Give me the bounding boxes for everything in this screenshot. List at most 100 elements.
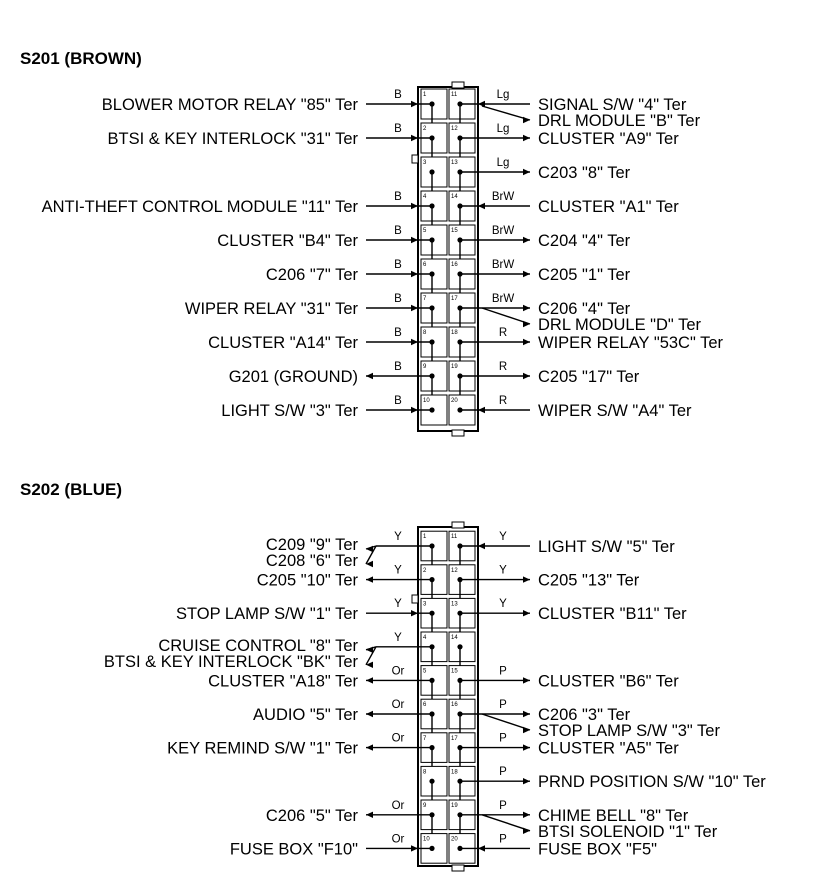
s202-wire-left <box>365 545 377 565</box>
s201-wire-color: B <box>394 191 402 203</box>
s202-wire-color: P <box>499 800 507 812</box>
s202-wire-color: P <box>499 766 507 778</box>
s202-pin-number: 10 <box>423 837 430 843</box>
s202-arrow-icon <box>366 677 373 684</box>
s202-wire-color: Y <box>499 565 507 577</box>
s201-arrow-icon <box>478 202 485 210</box>
s201-arrow-icon <box>411 202 418 210</box>
s201-wire-color: B <box>394 327 402 339</box>
s201-left-label: LIGHT S/W "3" Ter <box>221 402 358 420</box>
s201-arrow-icon <box>523 372 530 380</box>
s201-wire-color: B <box>394 225 402 237</box>
s201-arrow-icon <box>411 406 418 414</box>
s202-wire-left <box>365 646 377 666</box>
s202-left-label: C208 "6" Ter <box>266 552 359 570</box>
s201-arrow-icon <box>523 304 530 312</box>
s202-wire-color: Y <box>394 632 402 644</box>
s202-pin-number: 1 <box>423 534 427 540</box>
s202-right-label: BTSI SOLENOID "1" Ter <box>538 823 718 841</box>
s202-arrow-icon <box>366 576 373 583</box>
s202-arrow-icon <box>523 744 530 751</box>
s202-wire-right <box>481 713 531 731</box>
s201-left-label: BTSI & KEY INTERLOCK "31" Ter <box>108 130 359 148</box>
s201-left-label: G201 (GROUND) <box>229 368 358 386</box>
s201-pin-number: 6 <box>423 262 427 268</box>
s201-arrow-icon <box>411 100 418 108</box>
s201-arrow-icon <box>478 100 485 108</box>
s201-right-label: C205 "1" Ter <box>538 266 631 284</box>
s201-arrow-icon <box>366 372 373 380</box>
s202-arrow-icon <box>523 811 530 818</box>
s202-arrow-icon <box>523 726 530 734</box>
s201-wire-color: Lg <box>497 89 510 101</box>
s202-title: S202 (BLUE) <box>20 480 122 499</box>
s201-right-label: WIPER S/W "A4" Ter <box>538 402 692 420</box>
s202-arrow-icon <box>366 811 373 818</box>
s201-wire-color: BrW <box>492 225 515 237</box>
s202-pin-number: 17 <box>451 736 458 742</box>
s201-right-label: DRL MODULE "D" Ter <box>538 316 701 334</box>
s202-latch-top <box>451 521 465 529</box>
s201-pin-number: 8 <box>423 330 427 336</box>
s202-pin-number: 12 <box>451 568 458 574</box>
s202-left-label: CLUSTER "A18" Ter <box>208 672 358 690</box>
s201-arrow-icon <box>523 320 530 328</box>
s201-arrow-icon <box>411 338 418 346</box>
s202-wire-color: P <box>499 733 507 745</box>
s202-right-label: FUSE BOX "F5" <box>538 840 657 858</box>
s201-right-label: SIGNAL S/W "4" Ter <box>538 96 687 114</box>
s201-pin-number: 1 <box>423 92 427 98</box>
s201-latch-top <box>451 81 465 89</box>
s202-left-label: C209 "9" Ter <box>266 536 359 554</box>
s201-wire-color: BrW <box>492 259 515 271</box>
s201-pin-number: 9 <box>423 364 427 370</box>
s201-right-label: CLUSTER "A9" Ter <box>538 130 679 148</box>
s202-wire-color: Or <box>392 733 405 745</box>
s201-pin-number: 14 <box>451 194 458 200</box>
s201-left-label: C206 "7" Ter <box>266 266 359 284</box>
s201-pin-number: 2 <box>423 126 427 132</box>
s201-pin-number: 4 <box>423 194 427 200</box>
s202-right-label: CHIME BELL "8" Ter <box>538 807 689 825</box>
s202-arrow-icon <box>411 610 418 617</box>
s201-left-label: CLUSTER "A14" Ter <box>208 334 358 352</box>
s201-pin-number: 16 <box>451 262 458 268</box>
s201-pin-number: 17 <box>451 296 458 302</box>
s202-right-label: C205 "13" Ter <box>538 572 640 590</box>
s201-arrow-icon <box>523 116 530 124</box>
s201-arrow-icon <box>523 134 530 142</box>
s202-right-label: C206 "3" Ter <box>538 706 631 724</box>
s201-pin-number: 12 <box>451 126 458 132</box>
s201-wire-color: B <box>394 361 402 373</box>
s201-pin-number: 13 <box>451 160 458 166</box>
s202-left-label: KEY REMIND S/W "1" Ter <box>167 740 358 758</box>
s202-pin-number: 2 <box>423 568 427 574</box>
s202-pin-number: 13 <box>451 601 458 607</box>
s201-wire-color: B <box>394 123 402 135</box>
s201-left-label: ANTI-THEFT CONTROL MODULE "11" Ter <box>42 198 359 216</box>
s202-wire-color: Y <box>394 598 402 610</box>
s201-wire-color: BrW <box>492 293 515 305</box>
s201-arrow-icon <box>523 338 530 346</box>
s201-right-label: C205 "17" Ter <box>538 368 640 386</box>
s202-left-label: CRUISE CONTROL "8" Ter <box>158 637 358 655</box>
s202-arrow-icon <box>523 610 530 617</box>
s202-arrow-icon <box>366 560 373 568</box>
s202-arrow-icon <box>366 646 373 653</box>
s201-key-tab <box>411 154 419 164</box>
s201-pin-number: 18 <box>451 330 458 336</box>
s202-left-label: C205 "10" Ter <box>257 572 359 590</box>
s202-pin-number: 15 <box>451 669 458 675</box>
s201-right-label: DRL MODULE "B" Ter <box>538 112 701 130</box>
s202-wire-color: Y <box>394 531 402 543</box>
s202-pin-number: 19 <box>451 803 458 809</box>
s202-pin-number: 18 <box>451 769 458 775</box>
s201-right-label: C206 "4" Ter <box>538 300 631 318</box>
s201-right-label: CLUSTER "A1" Ter <box>538 198 679 216</box>
s201-arrow-icon <box>411 304 418 312</box>
s202-arrow-icon <box>523 778 530 785</box>
s201-arrow-icon <box>523 270 530 278</box>
s202-right-label: CLUSTER "A5" Ter <box>538 740 679 758</box>
